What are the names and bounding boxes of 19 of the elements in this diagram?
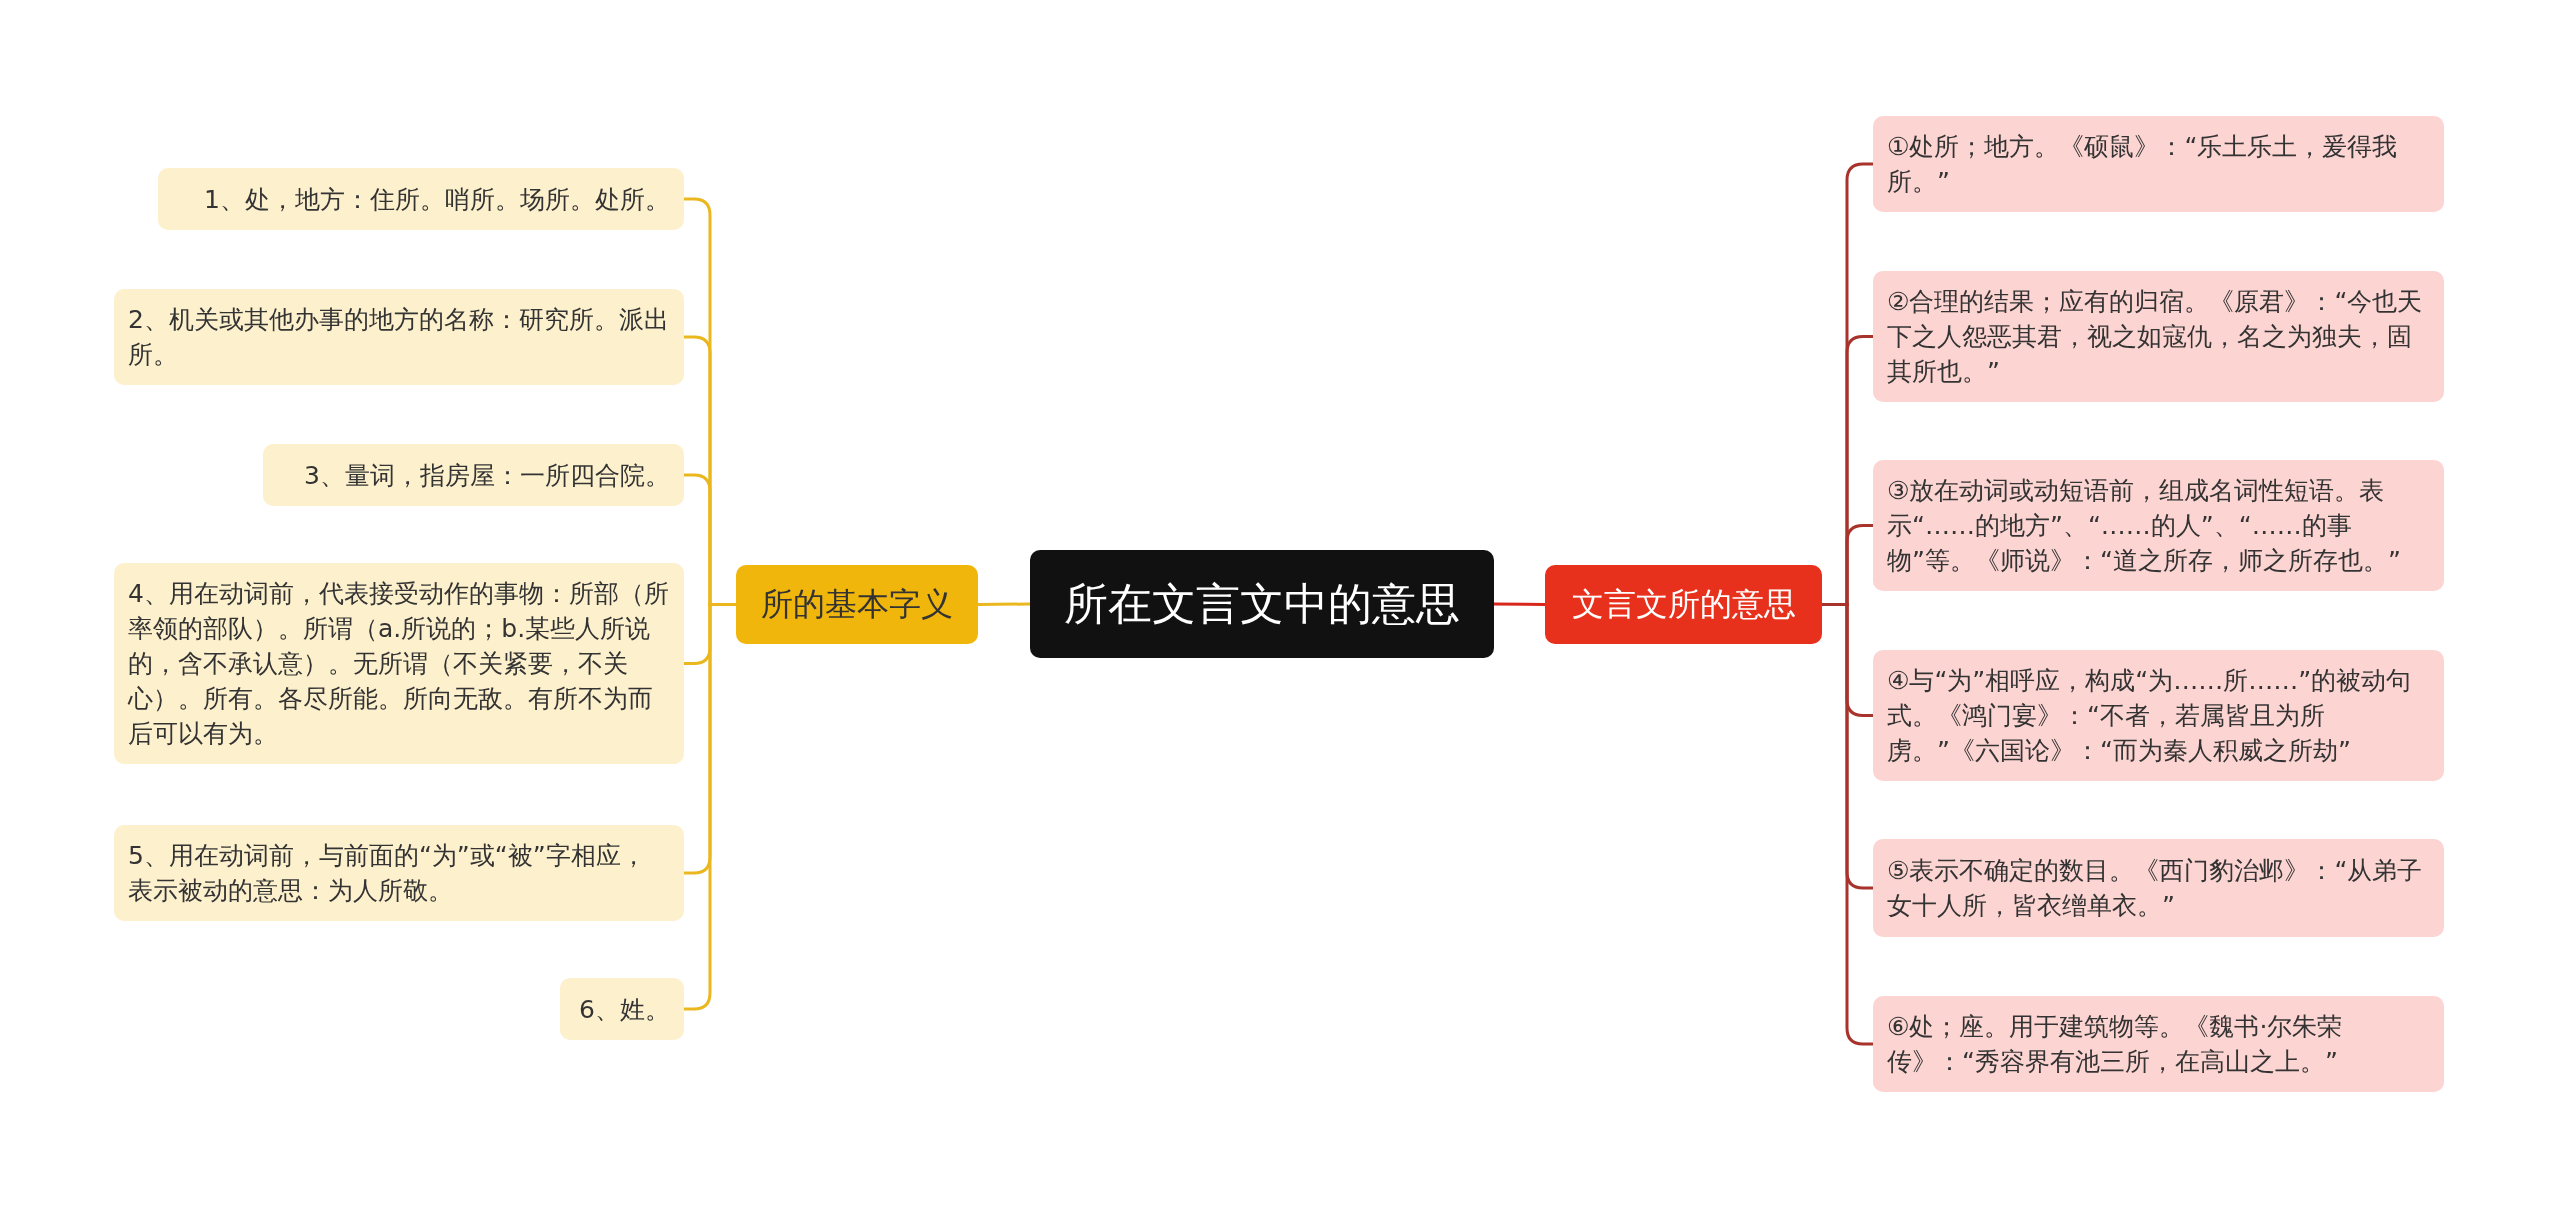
leaf-box: ⑤表示不确定的数目。《西门豹治邺》：“从弟子女十人所，皆衣缯单衣。”	[1873, 839, 2444, 937]
leaf-box: ①处所；地方。《硕鼠》：“乐土乐土，爰得我所。”	[1873, 116, 2444, 212]
branch-topic-box: 文言文所的意思	[1545, 565, 1822, 644]
leaf-box: ③放在动词或动短语前，组成名词性短语。表示“……的地方”、“……的人”、“……的事物”等。《师说》：“道之所存，师之所存也。”	[1873, 460, 2444, 591]
leaf-box: ④与“为”相呼应，构成“为……所……”的被动句式。《鸿门宴》：“不者，若属皆且为所虏。”《六国论》：“而为秦人积威之所劫”	[1873, 650, 2444, 781]
branch-topic-box: 所的基本字义	[736, 565, 978, 644]
leaf-box: 3、量词，指房屋：一所四合院。	[263, 444, 684, 506]
leaf-box: 1、处，地方：住所。哨所。场所。处所。	[158, 168, 684, 230]
leaf-box: 6、姓。	[560, 978, 684, 1040]
connector-line	[1822, 603, 1873, 1046]
leaf-box: ⑥处；座。用于建筑物等。《魏书·尔朱荣传》：“秀容界有池三所，在高山之上。”	[1873, 996, 2444, 1092]
leaf-box: 2、机关或其他办事的地方的名称：研究所。派出所。	[114, 289, 684, 385]
connector-line	[1494, 602, 1545, 606]
central-topic-box: 所在文言文中的意思	[1030, 550, 1494, 658]
connector-line	[684, 603, 736, 1011]
leaf-box: 4、用在动词前，代表接受动作的事物：所部（所率领的部队）。所谓（a.所说的；b.某些人所说的，含不承认意）。无所谓（不关紧要，不关心）。所有。各尽所能。所向无敌。有所不为而后可以有为。	[114, 563, 684, 764]
connector-line	[978, 602, 1030, 606]
leaf-box: ②合理的结果；应有的归宿。《原君》：“今也天下之人怨恶其君，视之如寇仇，名之为独夫，固其所也。”	[1873, 271, 2444, 402]
leaf-box: 5、用在动词前，与前面的“为”或“被”字相应，表示被动的意思：为人所敬。	[114, 825, 684, 921]
